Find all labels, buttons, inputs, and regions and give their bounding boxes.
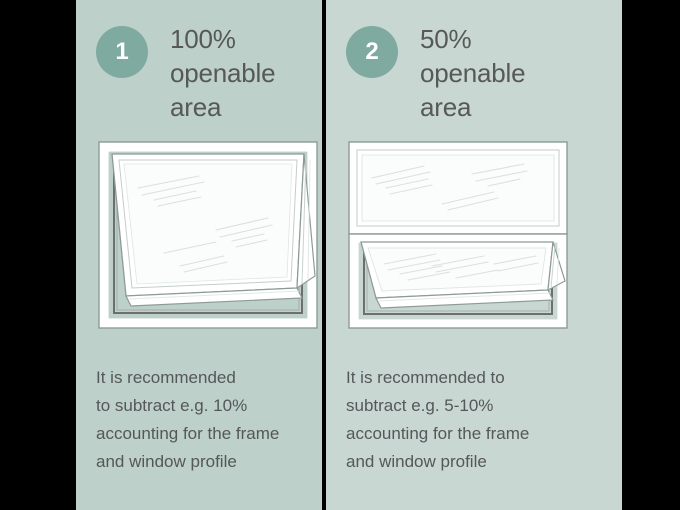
illustration-wrap-1 [96, 138, 318, 338]
panel-note-2: It is recommended to subtract e.g. 5-10%… [346, 368, 530, 471]
panel-header-1: 1 100% openable area [96, 0, 312, 124]
step-badge-1: 1 [96, 26, 148, 78]
step-badge-2: 2 [346, 26, 398, 78]
awning-window-half-open-icon [348, 141, 568, 329]
panel-100-percent: 1 100% openable area [76, 0, 322, 510]
panel-note-1: It is recommended to subtract e.g. 10% a… [96, 368, 280, 471]
awning-window-fully-open-icon [98, 141, 318, 329]
panel-container: 1 100% openable area [76, 0, 622, 510]
panel-heading-1: 100% openable area [170, 24, 276, 122]
panel-50-percent: 2 50% openable area [326, 0, 622, 510]
panel-divider [322, 0, 326, 510]
panel-header-2: 2 50% openable area [346, 0, 608, 124]
illustration-wrap-2 [346, 138, 608, 338]
panel-heading-2: 50% openable area [420, 24, 526, 122]
